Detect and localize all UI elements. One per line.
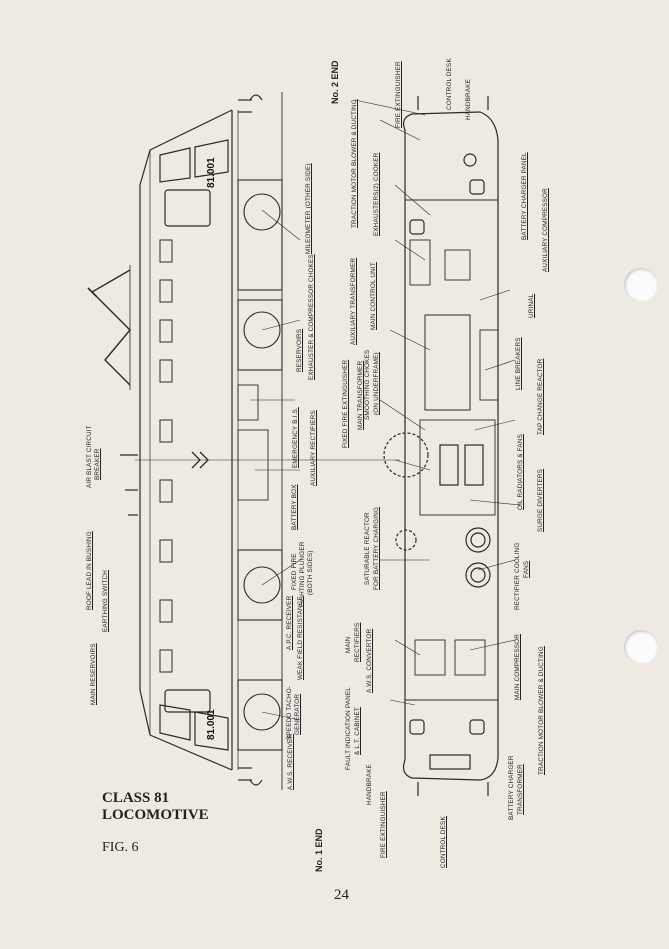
label-aws-convertor: A.W.S. CONVERTOR — [366, 628, 373, 693]
label-traction-blower-1: TRACTION MOTOR BLOWER & DUCTING — [538, 646, 545, 775]
label-main-control-unit: MAIN CONTROL UNIT — [370, 262, 377, 330]
label-main-transformer: MAIN TRANSFORMER — [357, 360, 364, 430]
label-air-blast-breaker-1: AIR BLAST CIRCUIT — [86, 425, 93, 488]
label-main-rectifiers-1: MAIN — [345, 636, 352, 653]
label-reservoirs: RESERVOIRS — [296, 328, 303, 372]
label-fire-ext-1: FIRE EXTINGUISHER — [380, 791, 387, 858]
label-main-reservoirs: MAIN RESERVOIRS — [90, 643, 97, 705]
bogie-no2 — [237, 179, 283, 371]
label-main-compressor: MAIN COMPRESSOR — [514, 634, 521, 700]
label-rectifier-cooling-1: RECTIFIER COOLING — [514, 542, 521, 610]
label-fixed-fire-plunger-1: FIXED FIRE — [291, 553, 298, 590]
binder-hole-bottom — [624, 630, 658, 664]
label-fixed-fire-plunger-2: FIGHTING PLUNGER — [299, 541, 306, 607]
end-label-no2: No. 2 END — [330, 60, 340, 104]
label-handbrake-2: HANDBRAKE — [465, 79, 472, 120]
label-aux-transformer: AUXILIARY TRANSFORMER — [350, 257, 357, 345]
label-apc-receiver: A.P.C. RECEIVER — [286, 595, 293, 650]
caption-title-line2: LOCOMOTIVE — [102, 807, 209, 823]
bogie-no1 — [237, 549, 283, 751]
label-smoothing-chokes-2: (ON UNDERFRAME) — [373, 352, 380, 415]
label-aux-rectifiers: AUXILIARY RECTIFIERS — [310, 410, 317, 486]
loco-number-no2: 81.001 — [206, 157, 217, 188]
label-traction-blower-2: TRACTION MOTOR BLOWER & DUCTING — [351, 99, 358, 228]
label-battery-charger-transformer-2: TRANSFORMER — [517, 764, 524, 815]
label-line-breakers: LINE BREAKERS — [515, 337, 522, 390]
label-battery-charger-panel: BATTERY CHARGER PANEL — [521, 152, 528, 240]
label-aws-receiver: A.W.S. RECEIVER — [287, 733, 294, 790]
caption-fig: FIG. 6 — [102, 840, 139, 855]
label-fault-panel-1: FAULT INDICATION PANEL — [345, 686, 352, 770]
label-control-desk-2: CONTROL DESK — [446, 58, 453, 110]
label-battery-box: BATTERY BOX — [291, 484, 298, 530]
label-saturable-reactor-2: FOR BATTERY CHARGING — [373, 506, 380, 590]
label-speedo-tacho-2: GENERATOR — [294, 693, 301, 735]
label-air-blast-breaker-2: BREAKER — [94, 448, 101, 481]
label-control-desk-1: CONTROL DESK — [440, 816, 447, 868]
caption-title-line1: CLASS 81 — [102, 790, 170, 806]
label-battery-charger-transformer-1: BATTERY CHARGER — [508, 755, 515, 820]
label-fault-panel-2: & L.T. CABINET — [354, 707, 361, 755]
label-rectifier-cooling-2: FANS — [523, 560, 530, 578]
main-transformer-block — [424, 314, 471, 411]
page-number: 24 — [334, 887, 349, 903]
label-urinal: URINAL — [528, 293, 535, 318]
loco-number-no1: 81.001 — [206, 709, 217, 740]
label-fire-ext-2: FIRE EXTINGUISHER — [395, 61, 402, 128]
label-earthing-switch: EARTHING SWITCH — [102, 569, 109, 632]
label-surge-diverters: SURGE DIVERTERS — [537, 468, 544, 532]
label-smoothing-chokes-1: SMOOTHING CHOKES — [364, 349, 371, 420]
binder-hole-top — [624, 268, 658, 302]
side-body-outline — [139, 109, 233, 771]
label-saturable-reactor-1: SATURABLE REACTOR — [364, 512, 371, 585]
end-label-no1: No. 1 END — [314, 828, 324, 872]
label-oil-radiators: OIL RADIATORS & FANS — [517, 434, 524, 510]
label-main-rectifiers-2: RECTIFIERS — [354, 622, 361, 662]
label-speedo-tacho-1: SPEEDO TACHO- — [286, 685, 293, 740]
label-emergency-bis: EMERGENCY B.I.S. — [292, 407, 299, 468]
label-weak-field: WEAK FIELD RESISTANCE — [297, 596, 304, 680]
label-tap-change: TAP CHANGE REACTOR — [537, 358, 544, 435]
label-roof-lead-bushing: ROOF LEAD IN BUSHING — [86, 531, 93, 610]
label-exhausters-cooker: EXHAUSTERS(2) COOKER — [373, 152, 380, 236]
label-fixed-fire-plunger-3: (BOTH SIDES) — [307, 550, 314, 595]
label-handbrake-1: HANDBRAKE — [366, 764, 373, 805]
label-exhauster-chokes: EXHAUSTER & COMPRESSOR CHOKES — [308, 254, 315, 380]
plan-body-outline — [402, 111, 499, 781]
label-fixed-fire-ext: FIXED FIRE EXTINGUISHER — [342, 359, 349, 448]
label-milemeter: MILEOMETER (OTHER SIDE) — [305, 163, 312, 254]
label-aux-compressor: AUXILIARY COMPRESSOR — [542, 188, 549, 272]
pantograph — [90, 269, 131, 386]
